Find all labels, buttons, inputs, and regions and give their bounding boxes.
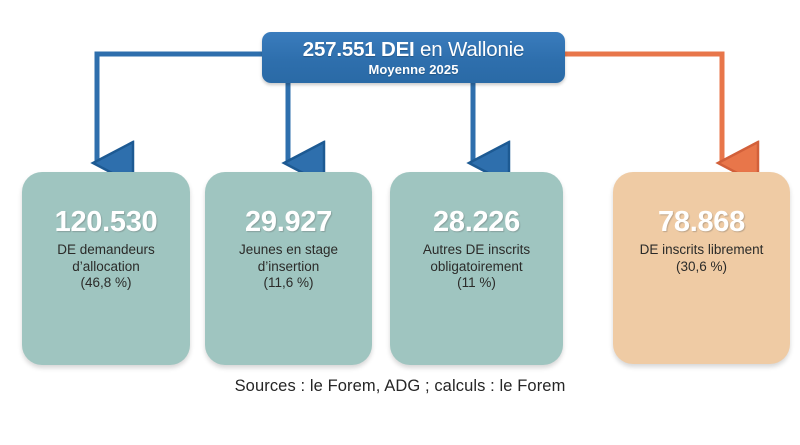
header-banner: 257.551 DEI en Wallonie Moyenne 2025: [262, 32, 565, 83]
connector-to-card-4: [565, 51, 722, 163]
stat-value: 29.927: [245, 206, 332, 238]
stat-card-autres-de-inscrits-obligatoirement: 28.226 Autres DE inscrits obligatoiremen…: [390, 172, 563, 365]
stat-label: Jeunes en stage d’insertion: [238, 242, 339, 274]
stat-percent: (11 %): [457, 275, 496, 290]
stat-percent: (30,6 %): [675, 258, 728, 274]
stat-label: Autres DE inscrits obligatoirement: [422, 242, 531, 274]
stat-percent: (46,8 %): [80, 275, 132, 290]
stat-value: 78.868: [658, 206, 745, 238]
header-title-rest: en Wallonie: [414, 37, 525, 61]
stat-card-de-inscrits-librement: 78.868 DE inscrits librement (30,6 %): [613, 172, 790, 364]
header-subtitle: Moyenne 2025: [368, 61, 459, 77]
stat-label: DE inscrits librement: [639, 242, 764, 257]
stat-card-jeunes-stage-insertion: 29.927 Jeunes en stage d’insertion (11,6…: [205, 172, 372, 365]
header-total-value: 257.551 DEI: [302, 37, 415, 61]
header-title: 257.551 DEI en Wallonie: [302, 37, 525, 61]
stat-value: 28.226: [433, 206, 520, 238]
sources-footnote: Sources : le Forem, ADG ; calculs : le F…: [234, 377, 566, 395]
stat-value: 120.530: [54, 206, 158, 238]
stat-percent: (11,6 %): [263, 275, 314, 290]
stat-card-de-demandeurs-allocation: 120.530 DE demandeurs d’allocation (46,8…: [22, 172, 190, 365]
connector-to-card-1: [97, 51, 262, 163]
stat-label: DE demandeurs d’allocation: [57, 242, 155, 274]
